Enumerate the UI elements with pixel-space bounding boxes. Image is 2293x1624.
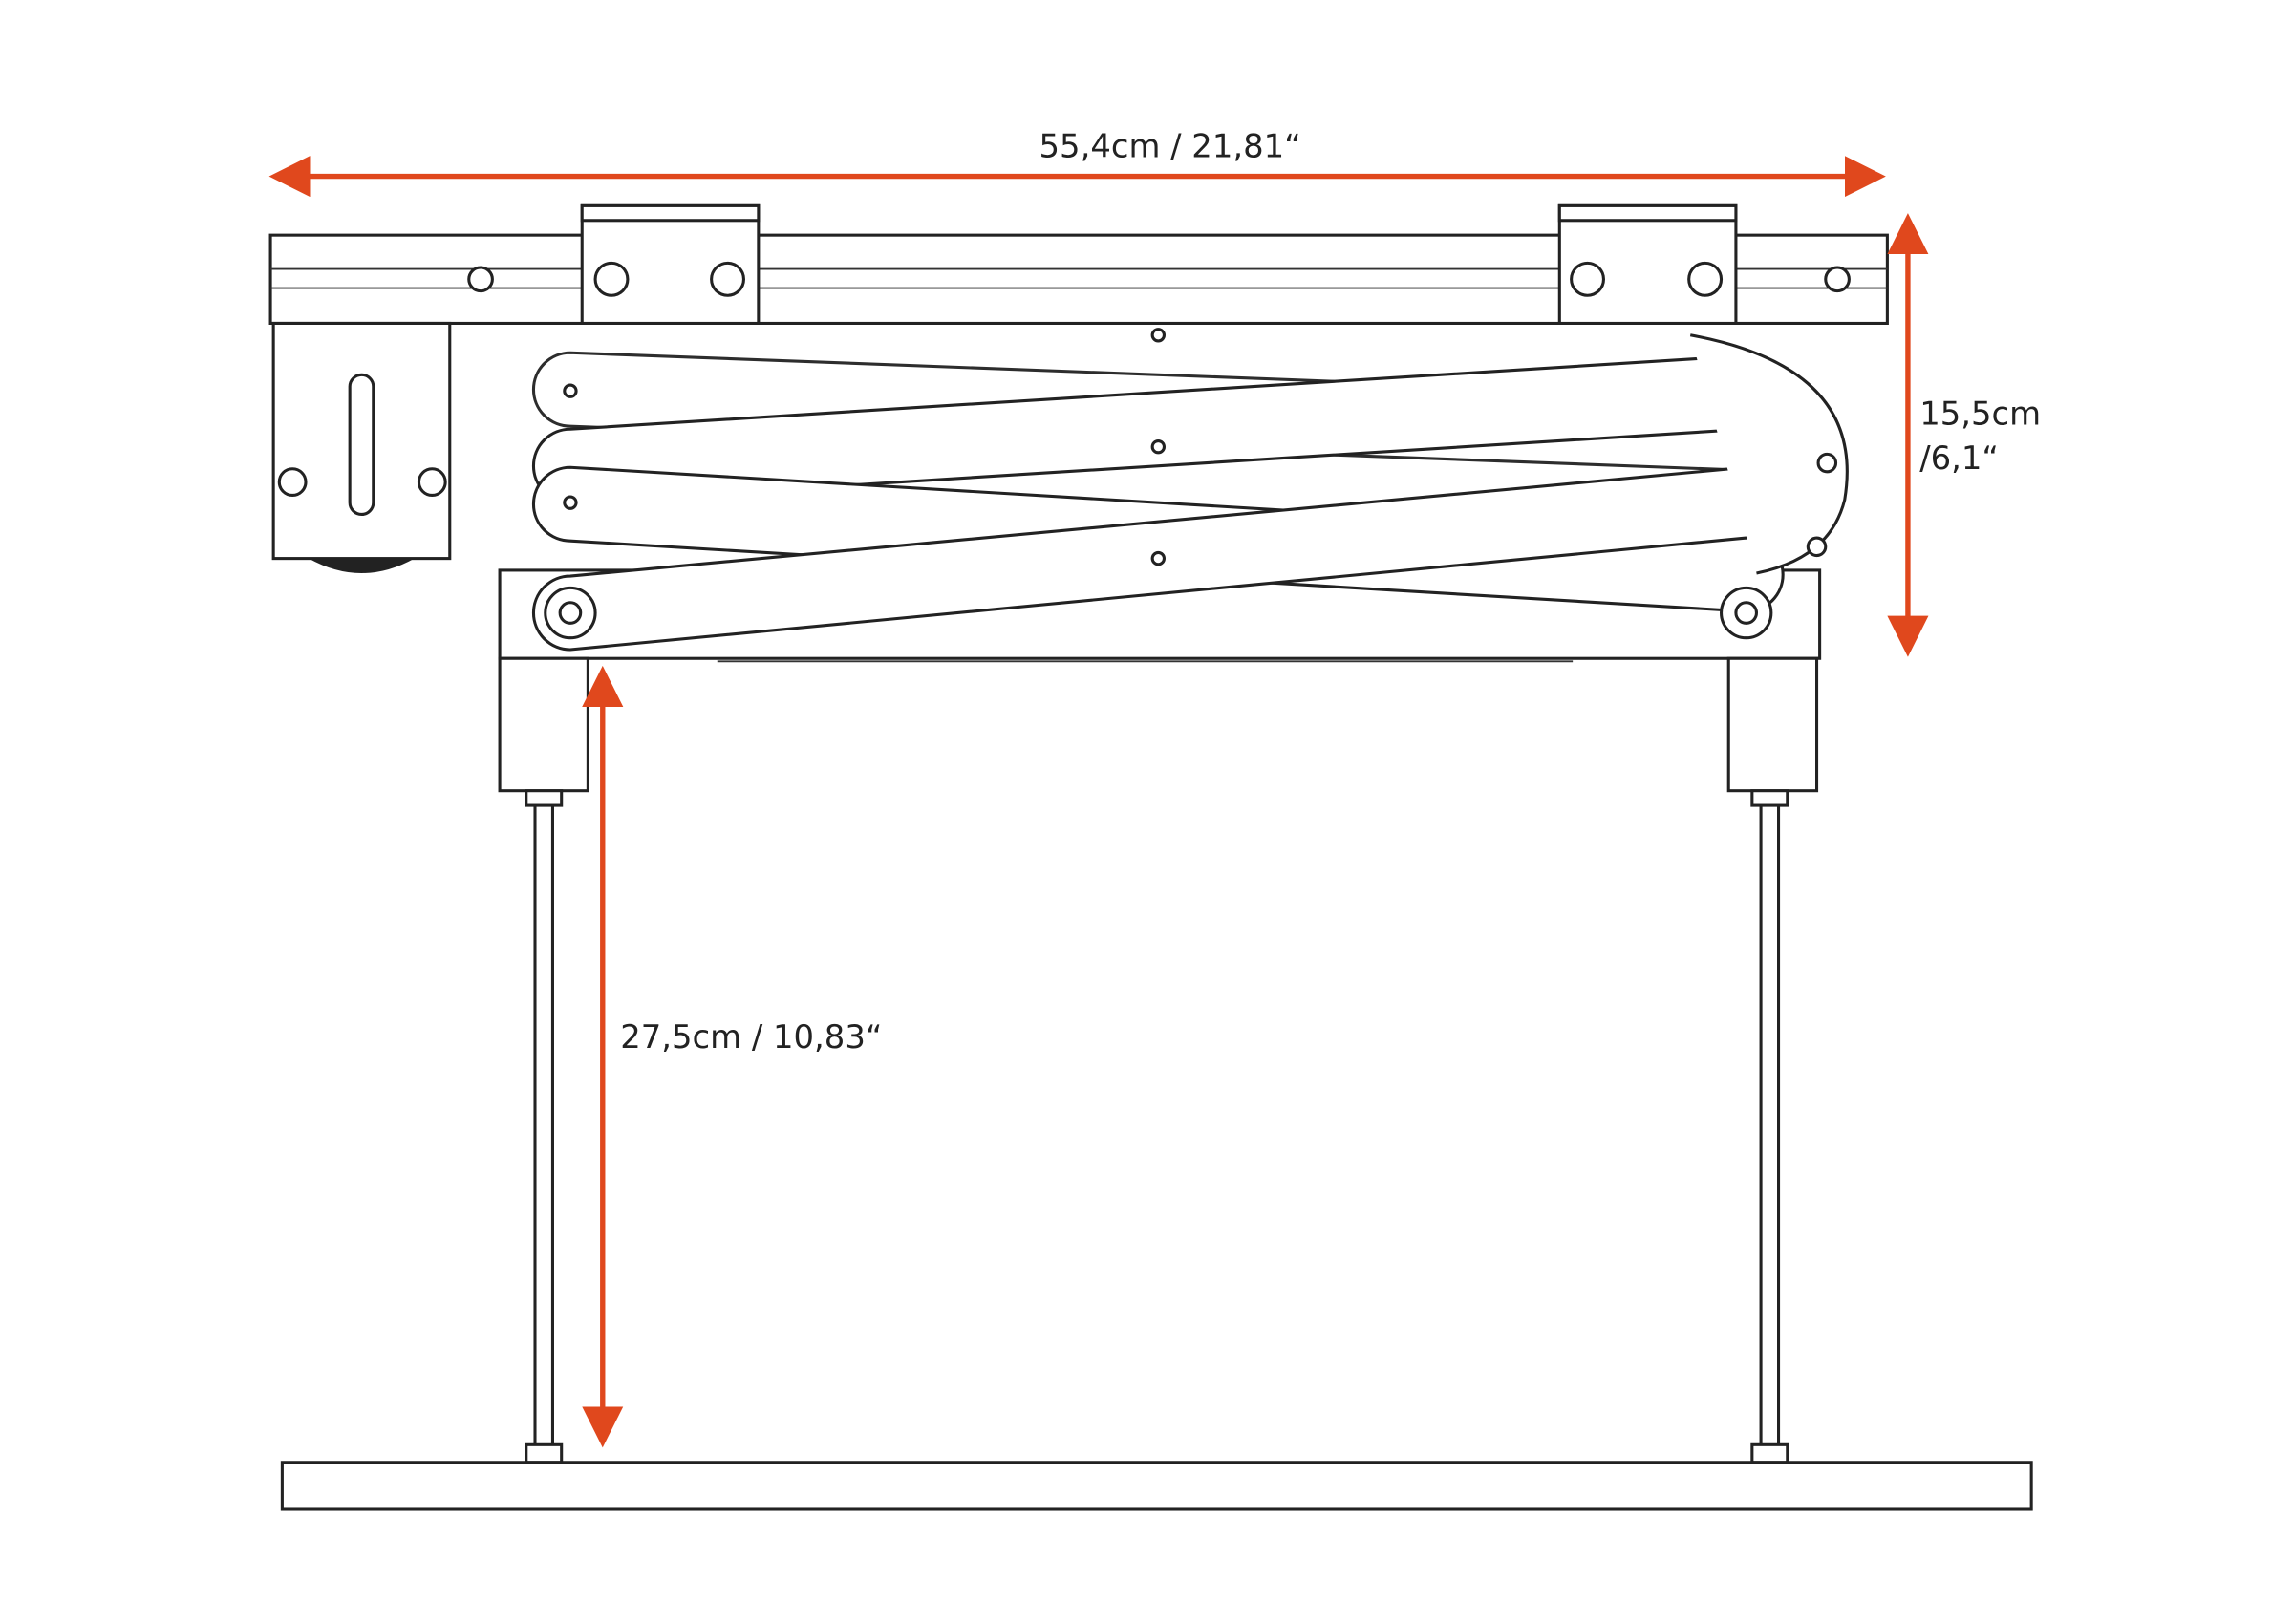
support-rods bbox=[525, 789, 1789, 1464]
width-label: 55,4cm / 21,81“ bbox=[1039, 128, 1301, 165]
base-plate bbox=[280, 1461, 2033, 1511]
scissor-arms bbox=[531, 328, 1849, 652]
height-label-line1: 15,5cm bbox=[1919, 395, 2041, 433]
mount-bracket-right bbox=[1557, 203, 1738, 326]
mount-bracket-left bbox=[580, 203, 761, 326]
drop-label: 27,5cm / 10,83“ bbox=[620, 1018, 882, 1056]
height-label-line2: /6,1“ bbox=[1919, 439, 1999, 477]
motor-housing bbox=[271, 321, 452, 573]
